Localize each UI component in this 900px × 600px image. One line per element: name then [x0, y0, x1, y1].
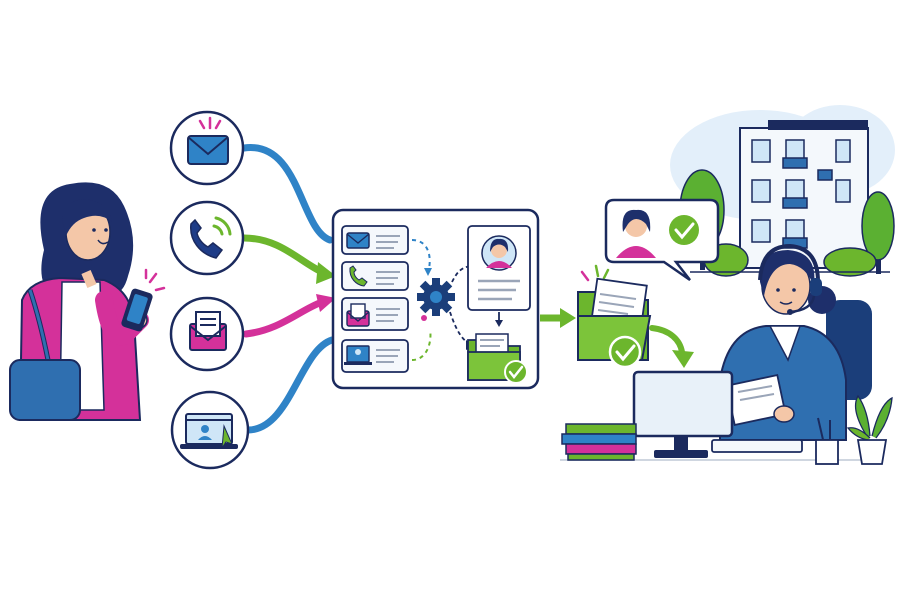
connector-web [244, 336, 336, 434]
smartphone-icon [121, 288, 153, 332]
avatar [486, 238, 512, 268]
connector-letter [242, 298, 326, 338]
hub-row-letter [341, 297, 409, 331]
channel-web [170, 390, 250, 470]
spark-icon [144, 268, 166, 292]
support-agent [719, 243, 872, 441]
approval-speech-bubble [604, 198, 720, 282]
channel-email [169, 110, 245, 186]
gear-icon [417, 278, 455, 316]
building-scene [670, 105, 895, 277]
arrowhead-letter [316, 294, 336, 312]
channel-phone [169, 200, 245, 276]
email-icon [187, 135, 229, 165]
channel-letter [169, 296, 245, 372]
tree-icon [861, 191, 895, 274]
keyboard-icon [711, 439, 803, 453]
connector-email [240, 144, 334, 244]
web-portal-icon [180, 413, 238, 449]
plant-icon [846, 394, 893, 465]
check-icon [669, 215, 699, 245]
pen-holder-icon [815, 417, 839, 465]
email-icon [346, 232, 370, 249]
arrowhead-phone [316, 262, 336, 284]
flow-line-blue [411, 239, 431, 273]
web-portal-icon [344, 345, 372, 365]
hub-row-phone [341, 261, 409, 291]
customer-woman [9, 182, 166, 421]
profile-card [467, 225, 531, 311]
letter-icon [346, 303, 370, 327]
phone-icon [349, 265, 368, 287]
check-icon [608, 335, 642, 369]
avatar [616, 209, 656, 258]
flow-line-green [411, 329, 432, 361]
hub-row-web [341, 339, 409, 373]
connector-phone [240, 234, 326, 276]
spark-icon [580, 270, 590, 282]
hub-row-email [341, 225, 409, 255]
flow-dot [421, 315, 427, 321]
cursor-icon [221, 424, 233, 449]
phone-icon [190, 216, 232, 259]
headset-icon [758, 243, 822, 315]
letter-icon [189, 311, 227, 351]
building-icon [739, 120, 869, 269]
approved-folder [577, 264, 694, 369]
desk [560, 370, 893, 465]
monitor-icon [632, 370, 734, 458]
check-icon [504, 360, 528, 384]
spark-icon [198, 116, 222, 130]
books-icon [561, 423, 637, 461]
output-arrow [540, 308, 576, 328]
folder-icon [577, 277, 652, 361]
handbag-icon [9, 359, 81, 421]
channel-connectors [240, 144, 336, 434]
curved-arrow [649, 325, 685, 355]
processing-hub-panel [331, 208, 540, 390]
